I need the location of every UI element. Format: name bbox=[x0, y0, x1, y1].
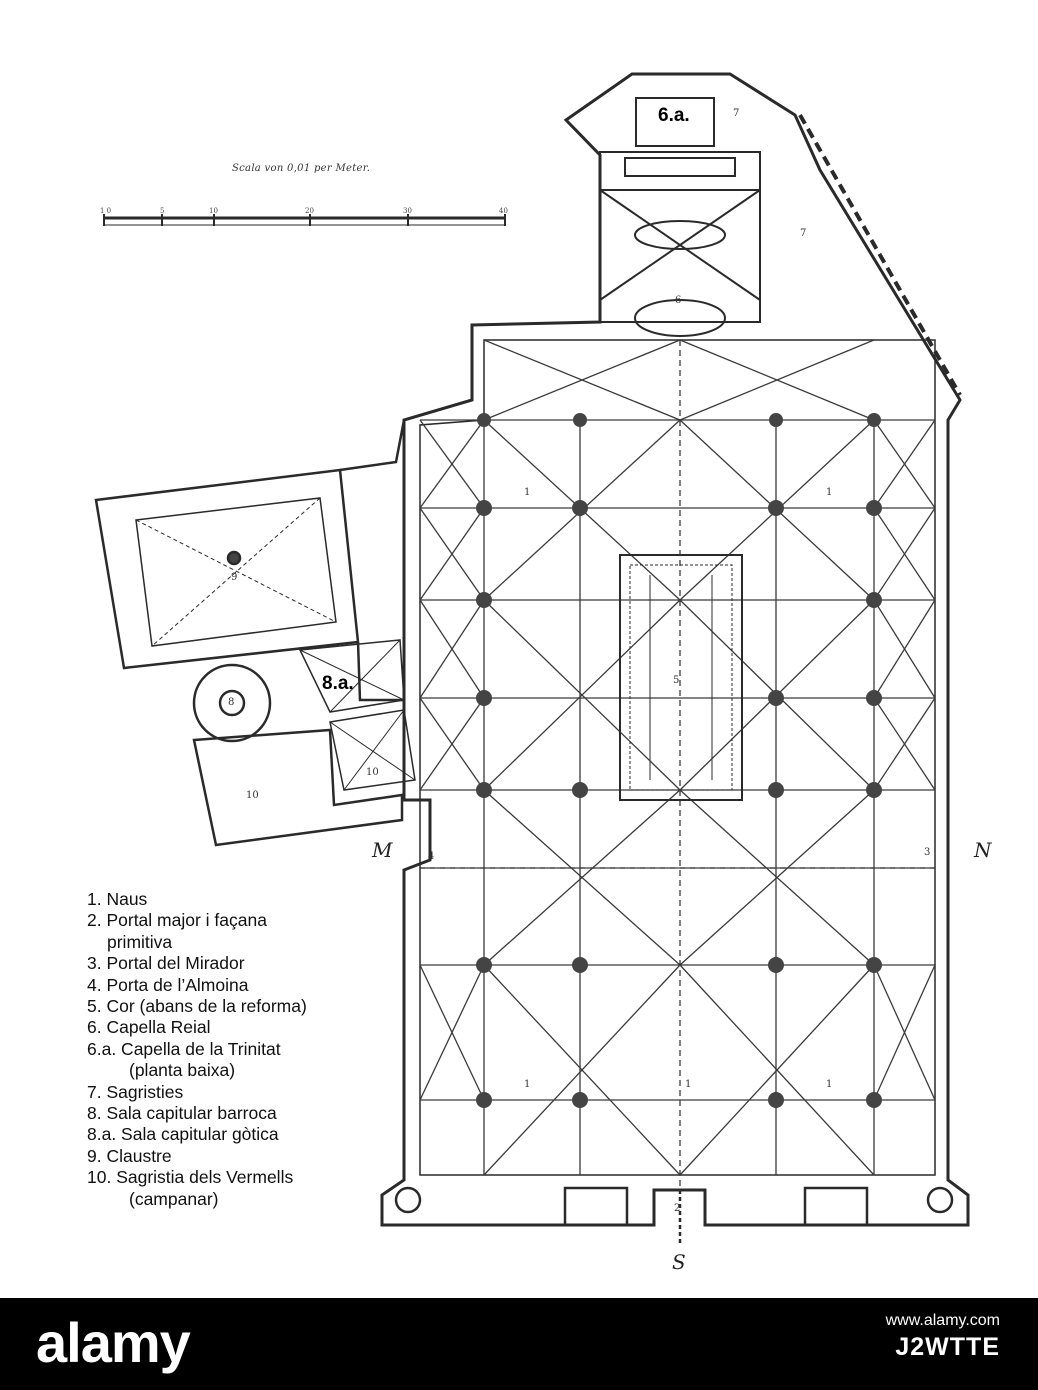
mirador-number: 3 bbox=[924, 847, 931, 858]
legend-item: 2. Portal major i façana bbox=[87, 910, 267, 931]
legend-item: (planta baixa) bbox=[129, 1060, 236, 1081]
scale-tick-label: 20 bbox=[305, 207, 314, 215]
chapter-houses bbox=[192, 419, 416, 847]
cathedral-outline bbox=[380, 72, 970, 1227]
pillars bbox=[476, 413, 882, 1108]
legend-item: 8. Sala capitular barroca bbox=[87, 1103, 277, 1124]
scale-tick-label: 40 bbox=[499, 207, 508, 215]
section-mark-left: M bbox=[372, 838, 393, 862]
section-mark-right: N bbox=[974, 838, 992, 862]
brand-logo: alamy bbox=[36, 1311, 191, 1374]
image-code: J2WTTE bbox=[895, 1333, 1000, 1361]
legend-item: 8.a. Sala capitular gòtica bbox=[87, 1124, 279, 1145]
legend-item: 10. Sagristia dels Vermells bbox=[87, 1167, 294, 1188]
royal-chapel-number: 6 bbox=[675, 295, 682, 306]
legend-item: 4. Porta de l’Almoina bbox=[87, 974, 249, 995]
legend-item: (campanar) bbox=[129, 1188, 219, 1209]
sacristy-number: 7 bbox=[800, 228, 807, 239]
legend-item: primitiva bbox=[107, 931, 173, 952]
legend-item: 1. Naus bbox=[87, 889, 148, 909]
legend-item: 7. Sagristies bbox=[87, 1081, 184, 1102]
nave-number: 1 bbox=[826, 1079, 833, 1090]
vermells-number: 10 bbox=[246, 790, 259, 801]
scale-tick-label: 1 0 bbox=[100, 207, 112, 215]
floor-plan-drawing: Scala von 0,01 per Meter. 1 0 5 10 20 30… bbox=[87, 72, 992, 1274]
footer-url: www.alamy.com bbox=[885, 1312, 1000, 1329]
legend-item: 9. Claustre bbox=[87, 1145, 172, 1166]
nave-number: 1 bbox=[826, 487, 833, 498]
section-mark-bottom: S bbox=[672, 1250, 686, 1274]
vermells-number: 10 bbox=[366, 767, 379, 778]
legend-item: 6.a. Capella de la Trinitat bbox=[87, 1038, 281, 1059]
gothic-chapter-label: 8.a. bbox=[322, 673, 354, 694]
nave-vaults bbox=[419, 339, 936, 1190]
main-portal-number: 2 bbox=[674, 1203, 681, 1214]
baroque-chapter-number: 8 bbox=[228, 697, 235, 708]
scale-tick-label: 5 bbox=[160, 207, 165, 215]
scale-title: Scala von 0,01 per Meter. bbox=[232, 163, 371, 174]
nave-number: 1 bbox=[524, 1079, 531, 1090]
scale-bar bbox=[103, 214, 506, 226]
cloister bbox=[94, 468, 360, 670]
cloister-number: 9 bbox=[231, 572, 238, 583]
front-portals bbox=[394, 1186, 954, 1245]
nave-number: 1 bbox=[524, 487, 531, 498]
watermark-footer: alamy www.alamy.com J2WTTE bbox=[0, 1298, 1038, 1390]
choir-number: 5 bbox=[673, 675, 680, 686]
sacristy-dashed-edge bbox=[798, 114, 962, 396]
legend-item: 5. Cor (abans de la reforma) bbox=[87, 996, 307, 1017]
scale-tick-label: 10 bbox=[209, 207, 218, 215]
almoina-number: 4 bbox=[428, 851, 435, 862]
sacristy-number: 7 bbox=[733, 108, 740, 119]
nave-number: 1 bbox=[685, 1079, 692, 1090]
choir bbox=[619, 554, 743, 801]
legend-item: 3. Portal del Mirador bbox=[87, 953, 245, 974]
scale-tick-label: 30 bbox=[403, 207, 412, 215]
trinitat-label: 6.a. bbox=[658, 105, 690, 126]
plan-svg bbox=[94, 72, 970, 1245]
royal-chapel bbox=[599, 97, 761, 337]
legend-item: 6. Capella Reial bbox=[87, 1017, 211, 1038]
